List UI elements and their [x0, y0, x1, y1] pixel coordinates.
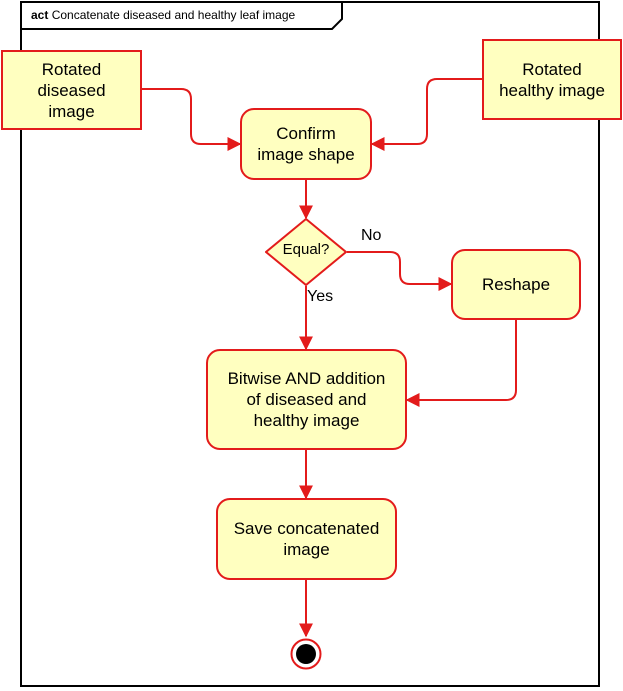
edge-healthy-to-confirm — [370, 78, 482, 151]
frame-tab-shape — [20, 1, 343, 30]
node-rotated-healthy-image: Rotated healthy image — [482, 39, 622, 120]
decision-diamond — [265, 218, 347, 286]
frame-title-text: Concatenate diseased and healthy leaf im… — [51, 8, 296, 22]
node-save-concatenated-image: Save concatenated image — [216, 498, 397, 580]
edge-decision-to-reshape — [347, 251, 453, 291]
diagram-frame — [20, 1, 600, 687]
node-confirm-image-shape: Confirm image shape — [240, 108, 372, 180]
node-reshape: Reshape — [451, 249, 581, 320]
frame-title: act Concatenate diseased and healthy lea… — [31, 8, 295, 22]
frame-keyword: act — [31, 8, 49, 22]
edge-label-yes: Yes — [307, 288, 334, 305]
edge-diseased-to-confirm — [142, 88, 242, 151]
decision-label: Equal? — [282, 241, 330, 258]
edge-reshape-to-bitwise — [405, 320, 517, 407]
edge-label-no: No — [361, 227, 382, 244]
node-bitwise-and-addition: Bitwise AND addition of diseased and hea… — [206, 349, 407, 450]
final-node — [290, 638, 322, 670]
node-rotated-diseased-image: Rotated diseased image — [1, 50, 142, 130]
